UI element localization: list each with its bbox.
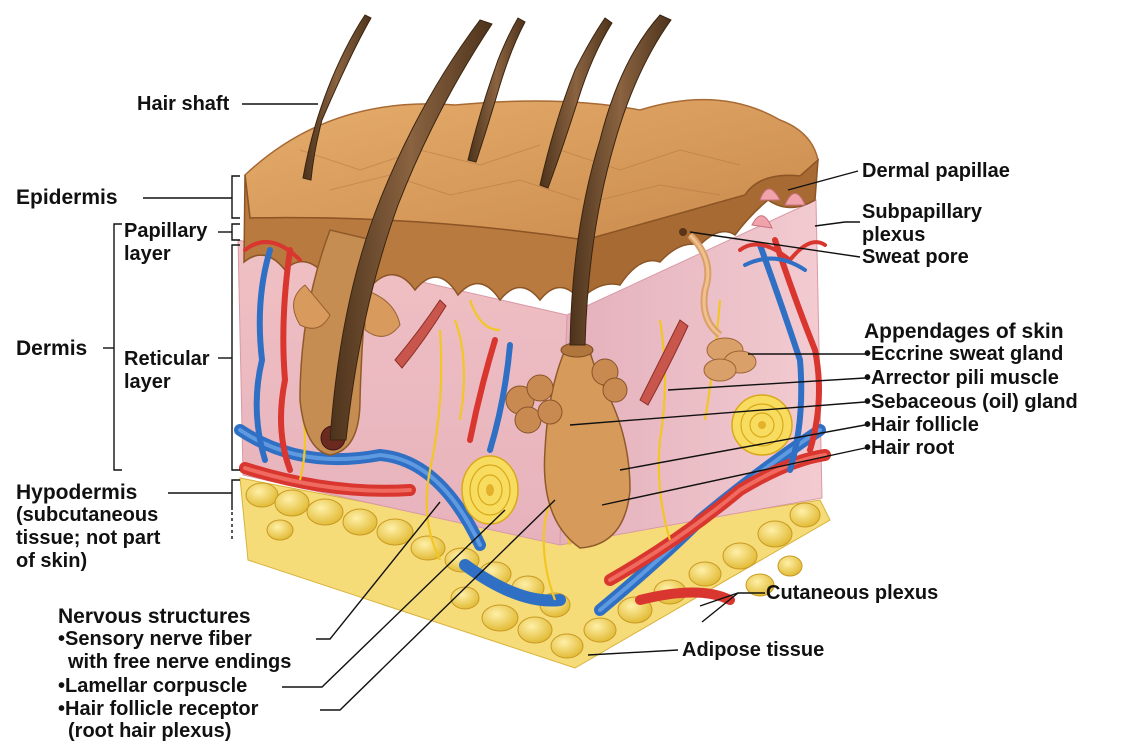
adipose-tissue (239, 477, 831, 669)
label-papillary-layer-2: layer (124, 243, 171, 265)
label-eccrine-sweat-gland: •Eccrine sweat gland (864, 343, 1064, 365)
label-hair-follicle: •Hair follicle (864, 414, 979, 436)
label-hypodermis: Hypodermis (16, 481, 138, 504)
label-lamellar-corpuscle: •Lamellar corpuscle (58, 675, 248, 697)
label-cutaneous-plexus: Cutaneous plexus (766, 582, 939, 604)
label-reticular-layer-2: layer (124, 371, 171, 393)
label-sebaceous-gland: •Sebaceous (oil) gland (864, 391, 1078, 413)
label-reticular-layer-1: Reticular (124, 348, 210, 370)
label-sweat-pore: Sweat pore (862, 246, 969, 268)
label-hypodermis-note-1: (subcutaneous (16, 504, 159, 526)
eccrine-sweat-gland (679, 228, 757, 382)
label-dermal-papillae: Dermal papillae (862, 160, 1010, 182)
label-sensory-nerve-fiber-2: with free nerve endings (68, 651, 292, 673)
blood-vessels (234, 237, 831, 616)
label-hair-follicle-receptor-1: •Hair follicle receptor (58, 698, 259, 720)
central-hair-follicle (505, 342, 631, 549)
label-adipose-tissue: Adipose tissue (682, 639, 825, 661)
label-hair-root: •Hair root (864, 437, 955, 459)
epidermis-side-band (579, 158, 819, 302)
hair-shafts (302, 14, 672, 441)
arrector-pili-muscles (394, 299, 689, 406)
sweat-pore (679, 228, 687, 236)
label-appendages-heading: Appendages of skin (864, 320, 1064, 343)
label-epidermis: Epidermis (16, 186, 118, 209)
label-dermis: Dermis (16, 337, 88, 360)
leader-lines (103, 103, 866, 711)
label-hypodermis-note-3: of skin) (16, 550, 88, 572)
label-hair-follicle-receptor-2: (root hair plexus) (68, 720, 232, 742)
lamellar-corpuscles (461, 394, 793, 525)
label-nervous-heading: Nervous structures (58, 605, 251, 628)
label-arrector-pili-muscle: •Arrector pili muscle (864, 367, 1059, 389)
label-hypodermis-note-2: tissue; not part (16, 527, 161, 549)
label-papillary-layer-1: Papillary (124, 220, 208, 242)
dermal-papillae (751, 188, 806, 229)
sebaceous-gland (505, 358, 628, 434)
label-sensory-nerve-fiber-1: •Sensory nerve fiber (58, 628, 252, 650)
label-subpapillary-plexus-2: plexus (862, 224, 926, 246)
label-hair-shaft: Hair shaft (137, 93, 230, 115)
label-subpapillary-plexus-1: Subpapillary (862, 201, 983, 223)
